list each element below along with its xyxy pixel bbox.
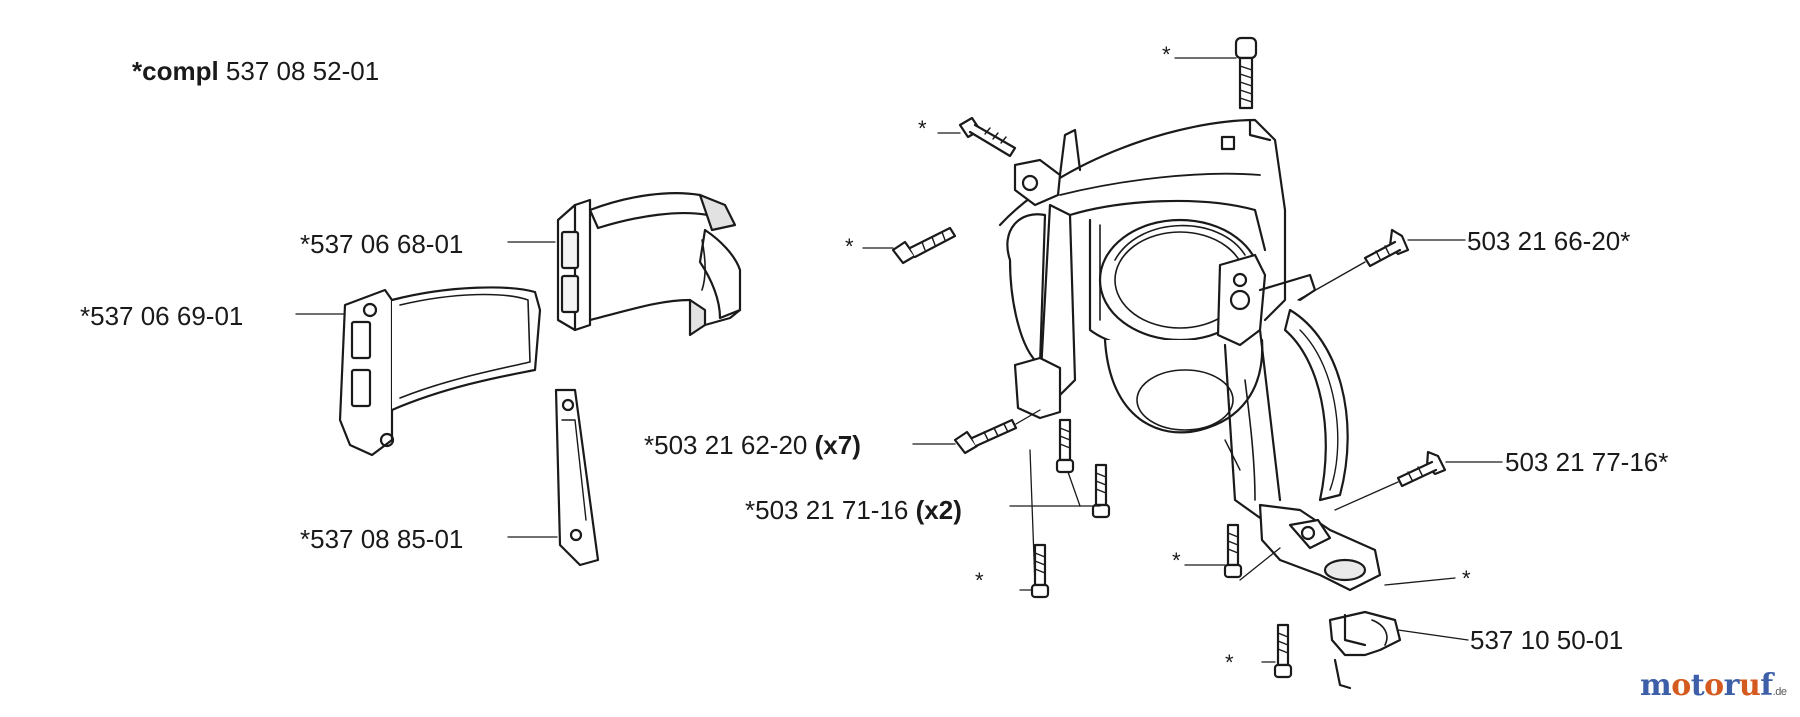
label-537-10-50-01: 537 10 50-01: [1470, 625, 1624, 655]
main-housing-part: [998, 118, 1382, 592]
marker-upper-left-screw: *: [918, 116, 927, 141]
clip-part: [1328, 610, 1402, 690]
screw-right-lower: [1396, 450, 1447, 488]
screw-bottom-right: [1273, 623, 1293, 679]
screw-upper-left: [958, 116, 1017, 158]
screw-top: [1234, 36, 1258, 110]
small-gasket-part: [554, 388, 600, 567]
screw-x2-a: [1055, 418, 1075, 474]
screw-bottom-left: [1030, 543, 1050, 599]
screw-x7: [953, 418, 1018, 455]
watermark-suffix: .de: [1772, 686, 1787, 698]
label-537-08-85-01: *537 08 85-01: [300, 524, 464, 554]
flange-gasket-part: [338, 286, 542, 457]
leader-lines: [295, 57, 1503, 663]
marker-bottom-left-screw: *: [975, 568, 984, 593]
marker-bottom-right-screw: *: [1225, 650, 1234, 675]
assembly-compl-prefix: *compl: [132, 56, 219, 86]
label-503-21-71-16: *503 21 71-16 (x2): [745, 495, 962, 525]
label-503-21-62-20-number: *503 21 62-20: [644, 430, 808, 460]
marker-top-screw: *: [1162, 42, 1171, 67]
marker-bottom-mid-screw: *: [1172, 548, 1181, 573]
label-537-06-68-01: *537 06 68-01: [300, 229, 464, 259]
screw-bottom-mid: [1223, 523, 1243, 579]
label-537-06-69-01: *537 06 69-01: [80, 301, 244, 331]
screw-right-upper: [1363, 228, 1410, 268]
screw-x2-b: [1091, 463, 1111, 519]
label-503-21-77-16: 503 21 77-16*: [1505, 447, 1669, 477]
label-503-21-62-20: *503 21 62-20 (x7): [644, 430, 861, 460]
label-503-21-62-20-qty: (x7): [814, 430, 861, 460]
watermark-text: motoruf: [1640, 668, 1773, 703]
screw-left: [891, 226, 957, 265]
assembly-title: *compl 537 08 52-01: [132, 56, 379, 86]
watermark-logo: motoruf.de: [1640, 668, 1787, 703]
assembly-compl-number: 537 08 52-01: [225, 56, 380, 86]
label-503-21-71-16-qty: (x2): [915, 495, 962, 525]
label-503-21-71-16-number: *503 21 71-16: [745, 495, 909, 525]
label-503-21-66-20: 503 21 66-20*: [1467, 226, 1631, 256]
marker-left-screw: *: [845, 234, 854, 259]
marker-foot: *: [1462, 566, 1471, 591]
intake-adapter-part: [556, 192, 742, 337]
